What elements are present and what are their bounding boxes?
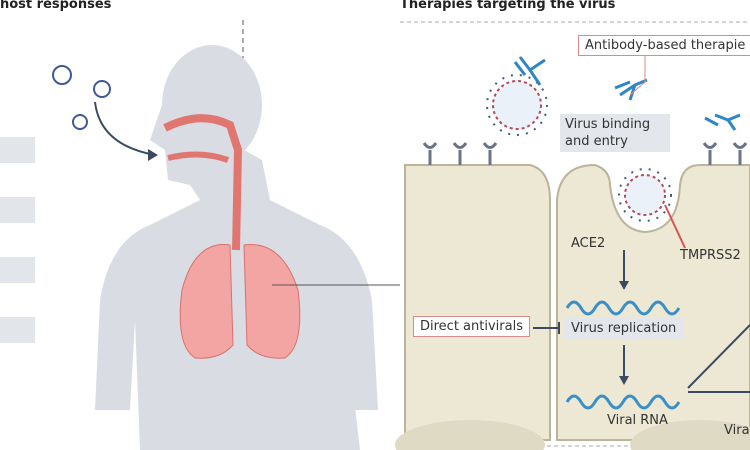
viral-partial-label: Vira: [724, 423, 750, 438]
virus-particle: [492, 80, 542, 130]
pathway-arrows: [533, 250, 750, 393]
virus-particles-left: [52, 65, 111, 130]
lungs: [179, 244, 301, 359]
oral-airway: [167, 151, 230, 163]
arrowhead-icon: [148, 149, 158, 161]
virus-spikes: [486, 74, 548, 136]
right-panel-title: Therapies targeting the virus: [400, 0, 616, 12]
antibody-therapies-label: Antibody-based therapie: [578, 35, 750, 56]
ace2-label: ACE2: [571, 236, 606, 251]
left-panel-title: host responses: [0, 0, 112, 12]
virus-replication-label: Virus replication: [563, 317, 685, 340]
tmprss2-label: TMPRSS2: [680, 248, 741, 263]
antibody-callout-line: [629, 55, 646, 96]
epithelial-cells: [404, 163, 750, 441]
antibodies: [513, 56, 741, 131]
virus-binding-label: Virus binding and entry: [560, 114, 670, 152]
ace2-receptors: [422, 142, 748, 165]
direct-antivirals-label: Direct antivirals: [413, 316, 530, 337]
nucleus: [395, 420, 545, 450]
airway: [163, 114, 243, 251]
viral-rna-strand: [565, 394, 681, 410]
binding-virus: [624, 174, 666, 216]
arrowhead-icon: [619, 376, 629, 385]
viral-rna-label: Viral RNA: [607, 413, 668, 428]
side-boxes: [0, 137, 35, 343]
arrowhead-icon: [619, 281, 629, 290]
nucleus: [630, 420, 750, 450]
virus-spikes: [618, 168, 672, 222]
rna-strand: [565, 300, 681, 316]
tmprss2-pointer: [664, 204, 686, 249]
inhalation-arrow: [94, 101, 156, 156]
